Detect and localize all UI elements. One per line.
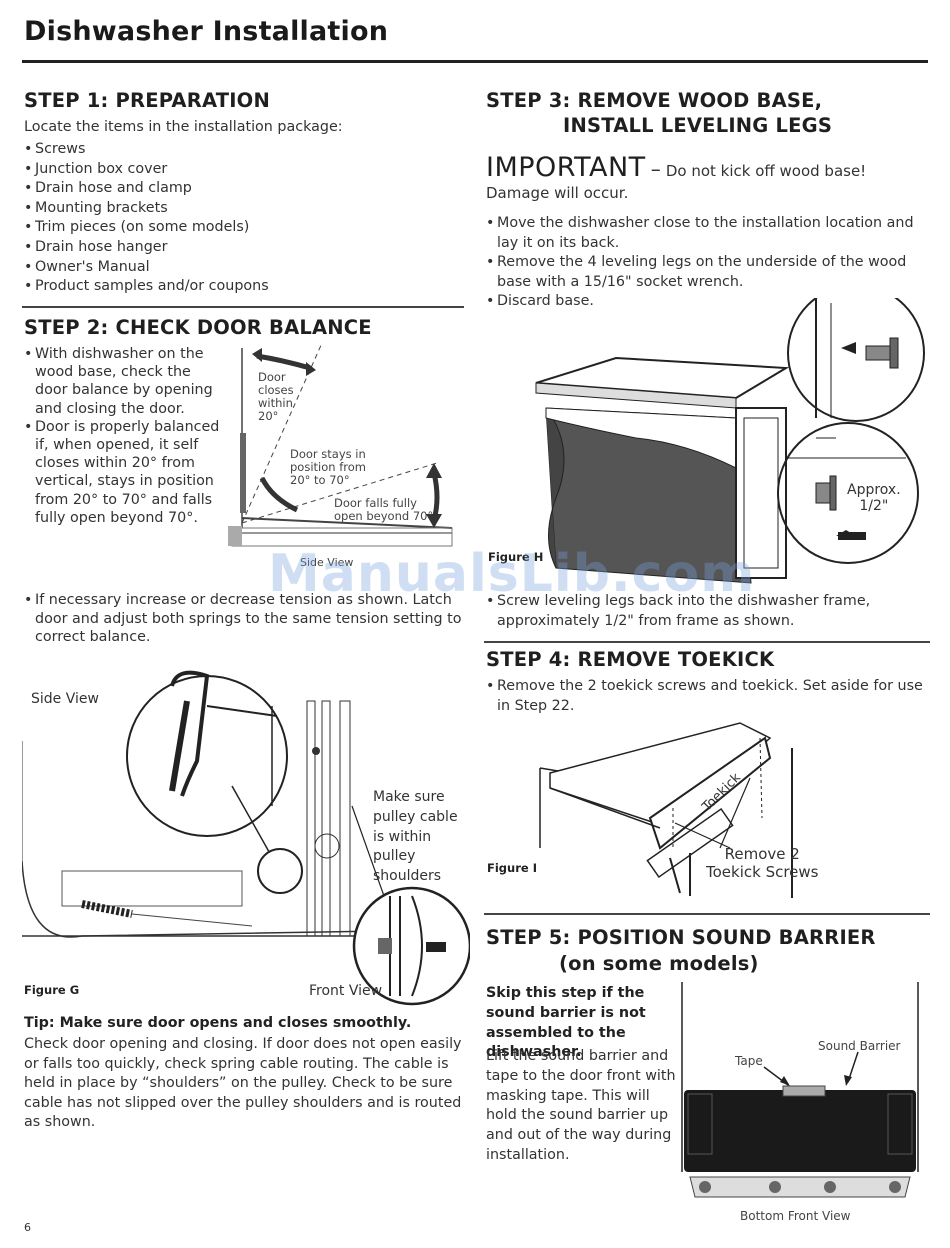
list-item: Screws	[24, 140, 454, 160]
list-item: Owner's Manual	[24, 258, 454, 278]
important-word: IMPORTANT	[486, 152, 646, 183]
step2-bullet3: If necessary increase or decrease tensio…	[24, 591, 464, 647]
title-rule	[22, 60, 928, 63]
step5-text: Lift the sound barrier and tape to the d…	[486, 1048, 676, 1163]
step5-heading-line1: STEP 5: POSITION SOUND BARRIER	[486, 926, 876, 949]
approx-text: Approx.	[847, 482, 901, 498]
list-item: Product samples and/or coupons	[24, 277, 454, 297]
sound-barrier-label: Sound Barrier	[818, 1039, 901, 1053]
section-divider	[484, 913, 930, 915]
figure-g-note: Make sure pulley cable is within pulley …	[373, 789, 458, 885]
list-item: Remove the 2 toekick screws and toekick.…	[486, 677, 930, 716]
list-item: If necessary increase or decrease tensio…	[24, 591, 464, 647]
tip-text: Check door opening and closing. If door …	[24, 1036, 462, 1131]
tape-label: Tape	[735, 1054, 763, 1068]
figure-i-label: Figure I	[487, 861, 537, 875]
list-item: Drain hose and clamp	[24, 179, 454, 199]
step1-items-list: Screws Junction box cover Drain hose and…	[24, 140, 454, 297]
screws-line1: Remove 2	[724, 845, 800, 863]
door-balance-diagram	[228, 342, 453, 547]
figure-i-diagram	[539, 722, 793, 898]
step3-bullet-after: Screw leveling legs back into the dishwa…	[486, 592, 930, 631]
step4-bullets: Remove the 2 toekick screws and toekick.…	[486, 677, 930, 716]
step2-heading: STEP 2: CHECK DOOR BALANCE	[24, 316, 372, 339]
page-number: 6	[24, 1221, 31, 1234]
step5-heading-line2: (on some models)	[559, 952, 759, 975]
step1-intro: Locate the items in the installation pac…	[24, 119, 343, 135]
door-stays-text: Door stays in position from 20° to 70°	[290, 447, 366, 487]
list-item: With dishwasher on the wood base, check …	[24, 345, 224, 418]
list-item: Move the dishwasher close to the install…	[486, 214, 930, 253]
step2-bullets: With dishwasher on the wood base, check …	[24, 345, 224, 527]
step4-heading: STEP 4: REMOVE TOEKICK	[486, 648, 775, 671]
figure-h-label: Figure H	[488, 550, 544, 564]
list-item: Junction box cover	[24, 160, 454, 180]
step3-heading-line1: STEP 3: REMOVE WOOD BASE,	[486, 89, 823, 112]
list-item: Drain hose hanger	[24, 238, 454, 258]
list-item: Remove the 4 leveling legs on the unders…	[486, 253, 930, 292]
list-item: Mounting brackets	[24, 199, 454, 219]
list-item: Door is properly balanced if, when opene…	[24, 418, 224, 527]
screws-line2: Toekick Screws	[706, 863, 819, 881]
list-item: Screw leveling legs back into the dishwa…	[486, 592, 930, 631]
tip-heading: Tip: Make sure door opens and closes smo…	[24, 1015, 412, 1031]
figure-g-label: Figure G	[24, 983, 80, 997]
half-inch-text: 1/2"	[859, 498, 889, 514]
step1-heading: STEP 1: PREPARATION	[24, 89, 270, 112]
section-divider	[484, 641, 930, 643]
door-falls-text: Door falls fully open beyond 70°	[334, 496, 434, 523]
figure-g-diagram	[22, 670, 470, 1006]
sound-barrier-diagram	[681, 982, 919, 1198]
toekick-screws-label: Remove 2 Toekick Screws	[706, 845, 819, 881]
important-line: IMPORTANT – Do not kick off wood base!	[486, 152, 867, 183]
door-side-view-text: Side View	[300, 556, 354, 569]
figure-g-front-view: Front View	[309, 983, 383, 999]
important-line2: Damage will occur.	[486, 184, 629, 202]
page-title: Dishwasher Installation	[24, 16, 389, 47]
bottom-front-view-label: Bottom Front View	[740, 1209, 851, 1223]
list-item: Trim pieces (on some models)	[24, 218, 454, 238]
step3-bullets: Move the dishwasher close to the install…	[486, 214, 930, 312]
watermark-text: ManualsLib.com	[268, 544, 756, 604]
important-rest: Do not kick off wood base!	[665, 162, 867, 180]
section-divider	[22, 306, 464, 308]
figure-h-diagram	[535, 298, 925, 584]
door-closes-text: Door closes within 20°	[258, 370, 294, 423]
figure-g-side-view: Side View	[31, 691, 99, 707]
list-item: Discard base.	[486, 292, 930, 312]
step5-bold-note: Skip this step if the sound barrier is n…	[486, 985, 646, 1061]
step3-heading-line2: INSTALL LEVELING LEGS	[563, 114, 833, 137]
figure-h-approx: Approx. 1/2"	[847, 482, 901, 514]
